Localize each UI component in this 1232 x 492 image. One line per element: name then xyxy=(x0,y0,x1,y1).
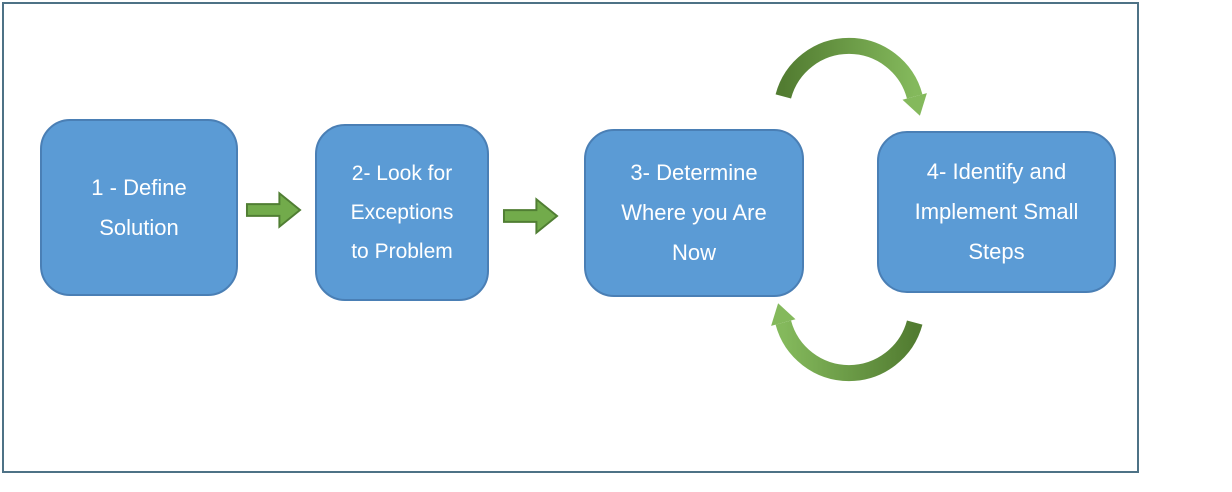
cycle-top-arrowhead xyxy=(902,93,927,116)
step-4-label: 4- Identify and Implement Small Steps xyxy=(914,159,1079,264)
cycle-top-curved-arrow-icon xyxy=(775,37,927,116)
right-block-arrow-icon xyxy=(245,191,302,229)
right-block-arrow-icon xyxy=(502,197,559,235)
step-box-4: 4- Identify and Implement Small Steps xyxy=(877,131,1116,293)
right-arrow-shape xyxy=(502,197,559,235)
step-box-2: 2- Look for Exceptions to Problem xyxy=(315,124,489,301)
cycle-top-arc xyxy=(775,37,923,99)
step-box-3: 3- Determine Where you Are Now xyxy=(584,129,804,297)
step-2-label: 2- Look for Exceptions to Problem xyxy=(350,162,454,263)
diagram-frame: 1 - Define Solution 2- Look for Exceptio… xyxy=(2,2,1139,473)
cycle-bottom-curved-arrow-icon xyxy=(771,303,923,382)
step-1-label: 1 - Define Solution xyxy=(91,174,187,240)
right-arrow-shape xyxy=(245,191,302,229)
cycle-bottom-arrowhead xyxy=(771,303,796,326)
step-3-label: 3- Determine Where you Are Now xyxy=(621,160,767,265)
step-box-1: 1 - Define Solution xyxy=(40,119,238,296)
cycle-bottom-arc xyxy=(775,320,923,382)
